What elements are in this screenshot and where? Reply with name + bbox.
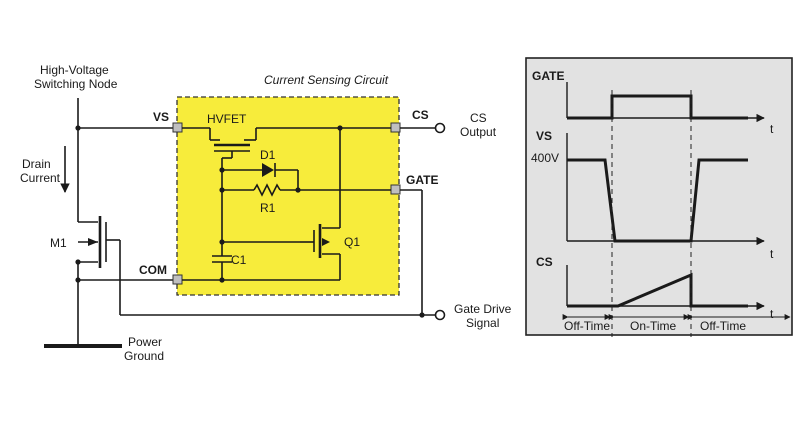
cs-output-label-1: CS bbox=[470, 111, 487, 125]
power-ground-label-2: Ground bbox=[124, 349, 164, 363]
current-sensing-title: Current Sensing Circuit bbox=[264, 73, 389, 87]
vs-level-label: 400V bbox=[531, 151, 559, 165]
gate-drive-terminal bbox=[434, 309, 446, 321]
cs-output-label-2: Output bbox=[460, 125, 497, 139]
pin-gate bbox=[390, 184, 401, 195]
gate-junction bbox=[419, 312, 425, 318]
timing-panel bbox=[525, 57, 793, 336]
m1-source-junction bbox=[75, 259, 81, 265]
phase-off-2: Off-Time bbox=[700, 319, 746, 333]
pin-cs-label: CS bbox=[412, 108, 429, 122]
q1-drain-junction bbox=[337, 125, 343, 131]
d1-label: D1 bbox=[260, 148, 276, 162]
vs-axis-label: VS bbox=[536, 129, 552, 143]
q1-mosfet bbox=[300, 128, 341, 280]
m1-label: M1 bbox=[50, 236, 67, 250]
gate-waveform bbox=[567, 94, 748, 120]
c1-label: C1 bbox=[231, 253, 247, 267]
cs-output-terminal bbox=[434, 122, 446, 134]
hvfet-label: HVFET bbox=[207, 112, 247, 126]
vs-t-label: t bbox=[770, 247, 774, 261]
pin-com bbox=[172, 274, 183, 285]
switching-node-label-1: High-Voltage bbox=[40, 63, 109, 77]
pin-vs bbox=[172, 122, 183, 133]
gate-drive-label-2: Signal bbox=[466, 316, 499, 330]
current-sensing-box bbox=[176, 96, 400, 296]
switching-node-label-2: Switching Node bbox=[34, 77, 118, 91]
hvfet bbox=[209, 128, 257, 159]
drain-current-label-2: Current bbox=[20, 171, 61, 185]
pin-com-label: COM bbox=[139, 263, 167, 277]
drain-current-label-1: Drain bbox=[22, 157, 51, 171]
schematic: Current Sensing Circuit High-Voltage Swi… bbox=[20, 63, 512, 363]
phase-off-1: Off-Time bbox=[564, 319, 610, 333]
power-ground-label-1: Power bbox=[128, 335, 162, 349]
r1-label: R1 bbox=[260, 201, 276, 215]
vs-waveform bbox=[567, 158, 748, 243]
phase-on: On-Time bbox=[630, 319, 677, 333]
gate-drive-label-1: Gate Drive bbox=[454, 302, 512, 316]
pin-gate-label: GATE bbox=[406, 173, 438, 187]
gate-t-label: t bbox=[770, 122, 774, 136]
pin-vs-label: VS bbox=[153, 110, 169, 124]
timing-diagram: GATE VS 400V CS t t t Off-Time On-Time O… bbox=[525, 57, 793, 337]
q1-label: Q1 bbox=[344, 235, 360, 249]
d1-diode bbox=[222, 163, 299, 190]
r1-resistor bbox=[222, 183, 391, 197]
c1-capacitor bbox=[212, 242, 232, 280]
gate-axis-label: GATE bbox=[532, 69, 564, 83]
m1-mosfet bbox=[77, 216, 121, 346]
gate-node-junction bbox=[295, 187, 301, 193]
pin-cs bbox=[390, 122, 401, 133]
cs-axis-label: CS bbox=[536, 255, 553, 269]
